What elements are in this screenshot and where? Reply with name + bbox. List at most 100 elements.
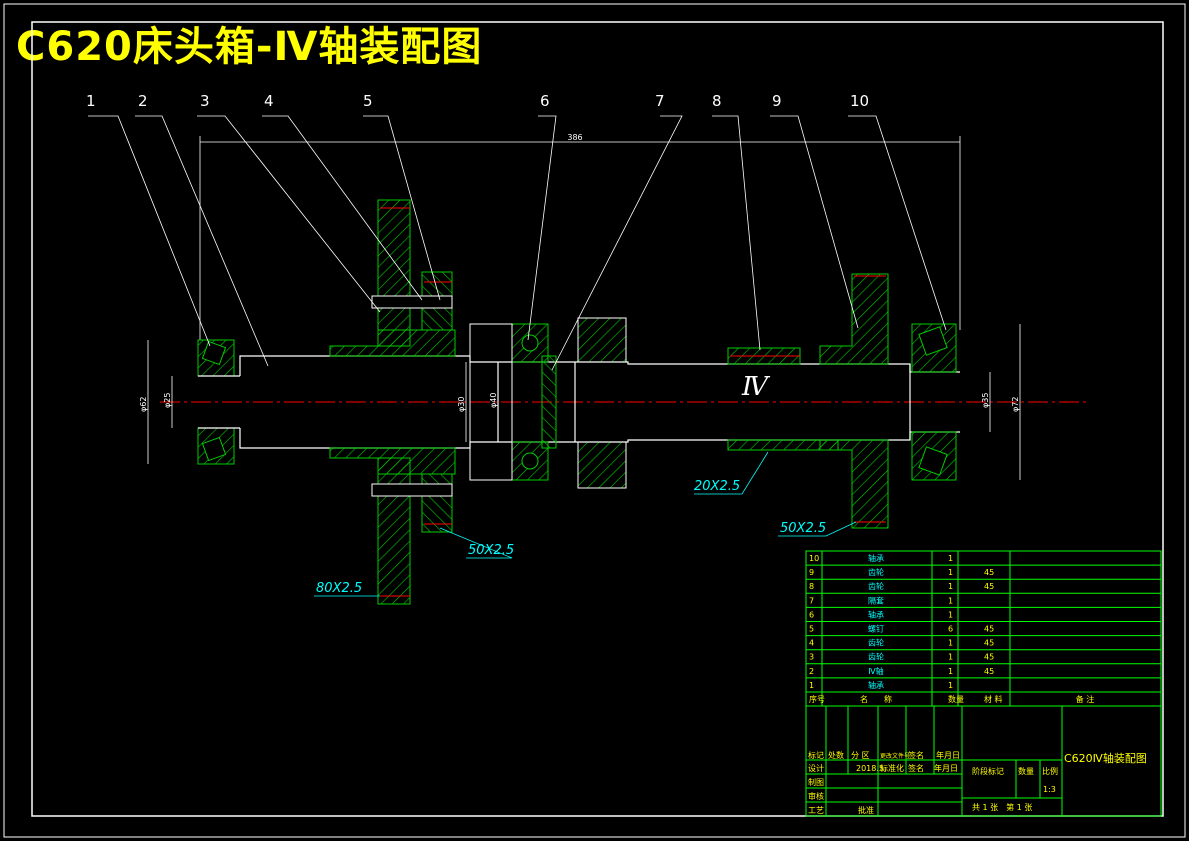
callout-7: 7 [655, 92, 665, 110]
housing-block [577, 317, 627, 489]
right-bearing [911, 323, 957, 481]
tb-standard: 标准化 [880, 763, 904, 773]
bom-cell: 1 [809, 681, 814, 690]
bom-cell: 1 [948, 653, 953, 662]
bom-header-cell: 数量 [948, 694, 964, 704]
gear-label-leaders [314, 451, 857, 597]
dim-d-mid-a: φ30 [457, 397, 466, 412]
callout-9: 9 [772, 92, 782, 110]
tb-date2: 年月日 [934, 763, 958, 773]
bom-cell: 45 [984, 653, 994, 662]
dim-d-mid-b: φ40 [489, 393, 498, 408]
bom-cell: 隔套 [868, 595, 884, 605]
bom-cell: 7 [809, 596, 814, 605]
dim-d-left-inner: φ25 [163, 393, 172, 408]
bom-header-cell: 名 称 [860, 694, 892, 704]
title-block-text: 标记 处数 分 区 更改文件号 签名 年月日 设计 2018.5. 标准化 签名… [808, 750, 1058, 815]
bom-cell: 1 [948, 681, 953, 690]
tb-check: 审核 [808, 791, 824, 801]
bom-cell: 轴承 [868, 609, 884, 619]
tb-sign: 签名 [908, 750, 924, 760]
bom-cell: 齿轮 [868, 638, 884, 648]
bom-cell: 6 [948, 625, 953, 634]
callout-6: 6 [540, 92, 550, 110]
gear-80-label: 80X2.5 [316, 581, 362, 596]
bom-cell: 1 [948, 596, 953, 605]
gear-cluster-left [329, 199, 456, 605]
tb-weight: 数量 [1018, 766, 1034, 776]
tb-date: 年月日 [936, 750, 960, 760]
tb-change-doc: 更改文件号 [880, 752, 910, 760]
callouts: 1 2 3 4 5 6 7 8 9 10 [86, 92, 869, 110]
bom-cell: 3 [809, 653, 814, 662]
bom-cell: 5 [809, 625, 814, 634]
overall-length: 386 [567, 133, 582, 142]
gear-50a-label: 50X2.5 [468, 543, 514, 558]
bom-cell: 45 [984, 625, 994, 634]
gear-9 [819, 273, 889, 529]
tb-sheets: 共 1 张 第 1 张 [972, 802, 1032, 812]
inner-frame [31, 21, 1164, 817]
bom-cell: 45 [984, 568, 994, 577]
gear-50b-label: 50X2.5 [780, 521, 826, 536]
diameter-dims [147, 324, 1021, 480]
tb-design-date: 2018.5. [856, 764, 887, 773]
tb-drawing-name: C620Ⅳ轴装配图 [1064, 751, 1147, 765]
dim-d-left-outer: φ62 [139, 397, 148, 412]
bom-cell: 8 [809, 582, 814, 591]
bom-cell: 9 [809, 568, 814, 577]
tb-count: 处数 [828, 750, 844, 760]
tb-mark: 标记 [808, 750, 824, 760]
drawing-title: C620床头箱-Ⅳ轴装配图 [16, 24, 483, 70]
bom-cell: 10 [809, 554, 819, 563]
bom-cell: 45 [984, 639, 994, 648]
bom-cell: 1 [948, 667, 953, 676]
tb-zone: 分 区 [851, 751, 870, 760]
callout-8: 8 [712, 92, 722, 110]
callout-1: 1 [86, 92, 96, 110]
callout-4: 4 [264, 92, 274, 110]
title-block [805, 705, 1162, 817]
bom-cell: 6 [809, 610, 814, 619]
tb-approve: 批准 [858, 805, 874, 815]
bom-cell: 轴承 [868, 553, 884, 563]
gear-20-label: 20X2.5 [694, 479, 740, 494]
bom-header-cell: 序号 [809, 694, 825, 704]
tb-process: 工艺 [808, 806, 824, 815]
tb-sign2: 签名 [908, 763, 924, 773]
bom-cell: 齿轮 [868, 652, 884, 662]
leader-lines [88, 115, 947, 371]
bom-cell: 45 [984, 667, 994, 676]
bom-cell: 1 [948, 639, 953, 648]
bom-cell: 1 [948, 610, 953, 619]
bom-cell: 4 [809, 639, 814, 648]
bom-cell: Ⅳ轴 [868, 666, 883, 676]
dim-d-right-outer: φ72 [1011, 397, 1020, 412]
bom-cell: 2 [809, 667, 814, 676]
bom-cell: 齿轮 [868, 567, 884, 577]
callout-10: 10 [850, 92, 869, 110]
outer-frame [3, 3, 1186, 838]
bom-cell: 轴承 [868, 680, 884, 690]
bom-cell: 齿轮 [868, 581, 884, 591]
bom-header-cell: 备 注 [1076, 694, 1095, 704]
bom-cell: 1 [948, 568, 953, 577]
bom-table [805, 550, 1162, 707]
tb-design: 设计 [808, 763, 824, 773]
spacer [541, 355, 557, 449]
tb-scale-label: 比例 [1042, 766, 1058, 776]
bom-header-cell: 材 料 [984, 694, 1003, 704]
overall-dimension [199, 136, 961, 340]
bom-cell: 45 [984, 582, 994, 591]
tb-draw: 制图 [808, 777, 824, 787]
dim-d-right-inner: φ35 [981, 393, 990, 408]
callout-2: 2 [138, 92, 148, 110]
bom-cell: 1 [948, 582, 953, 591]
gear-labels: 80X2.5 50X2.5 20X2.5 50X2.5 [316, 479, 826, 596]
bom-cell: 螺钉 [868, 624, 884, 634]
bom-text: 10 轴承 1 9 齿轮 1 45 8 齿轮 1 45 7 隔套 1 6 轴承 1 5 螺钉 6 45 4 齿轮 1 45 3 齿轮… [809, 553, 1094, 704]
callout-5: 5 [363, 92, 373, 110]
tb-scale: 1:3 [1043, 785, 1056, 794]
callout-3: 3 [200, 92, 210, 110]
